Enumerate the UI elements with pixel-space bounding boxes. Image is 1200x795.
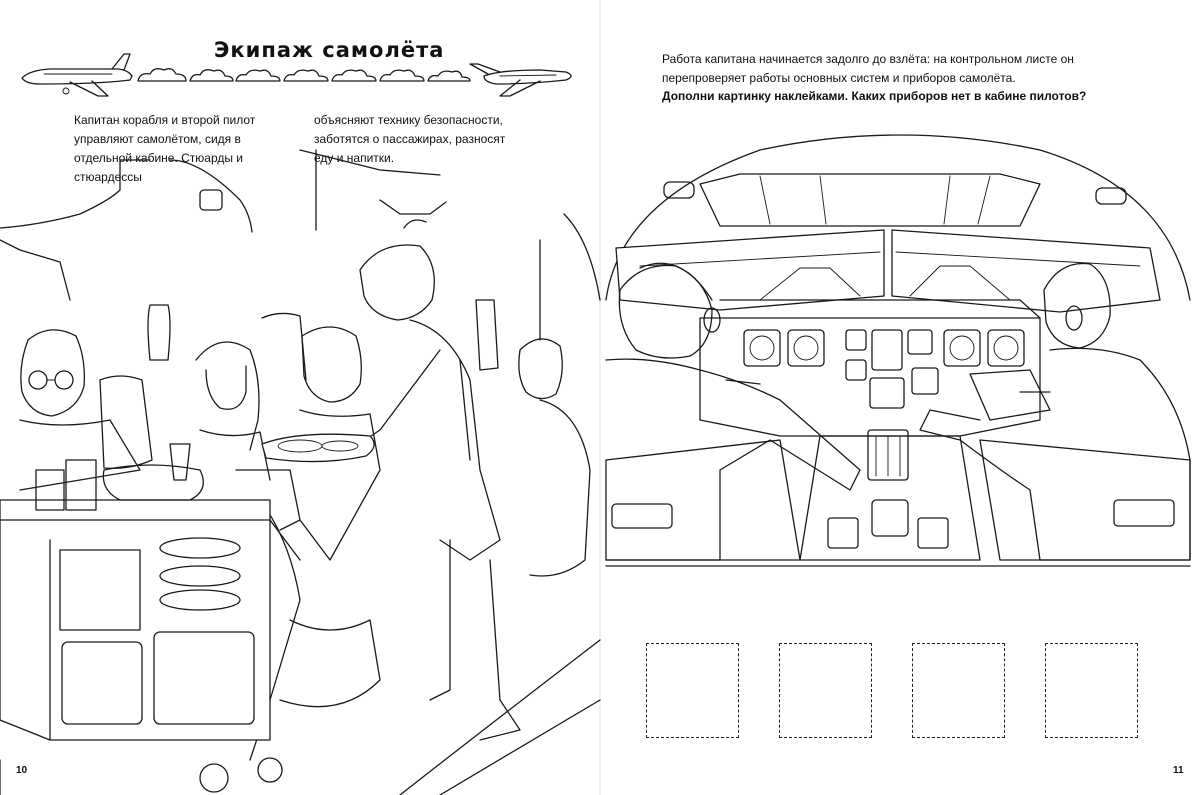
first-officer-figure [920,264,1190,560]
cockpit-interior [606,135,1190,566]
sticker-task-text: Дополни картинку наклейками. Каких прибо… [662,89,1087,103]
food-trolley [0,444,300,792]
sticker-slot-2[interactable] [779,643,872,738]
serving-tray [262,434,374,461]
passenger-man [270,327,380,560]
sticker-slot-3[interactable] [912,643,1005,738]
page-number-right: 11 [1173,765,1184,776]
intro-paragraph-column-1: Капитан корабля и второй пилот управляют… [74,113,256,184]
intro-paragraph-column-2: объясняют технику безопасности, заботятс… [314,113,506,165]
page-number-left: 10 [16,765,28,776]
passenger-child-back [519,339,562,399]
cockpit-description: Работа капитана начинается задолго до вз… [662,50,1142,106]
stewardess-figure [350,220,520,740]
cockpit-intro-text: Работа капитана начинается задолго до вз… [662,52,1074,85]
sticker-slot-4[interactable] [1045,643,1138,738]
airliner-icon [22,54,132,96]
passenger-woman [196,342,270,480]
cabin-interior [0,150,600,795]
business-jet-icon [470,64,571,96]
cloud-icon [138,69,470,81]
passenger-old-man [20,330,140,490]
sticker-slot-1[interactable] [646,643,739,738]
page-title: Экипаж самолёта [214,38,445,62]
captain-figure [606,263,860,560]
